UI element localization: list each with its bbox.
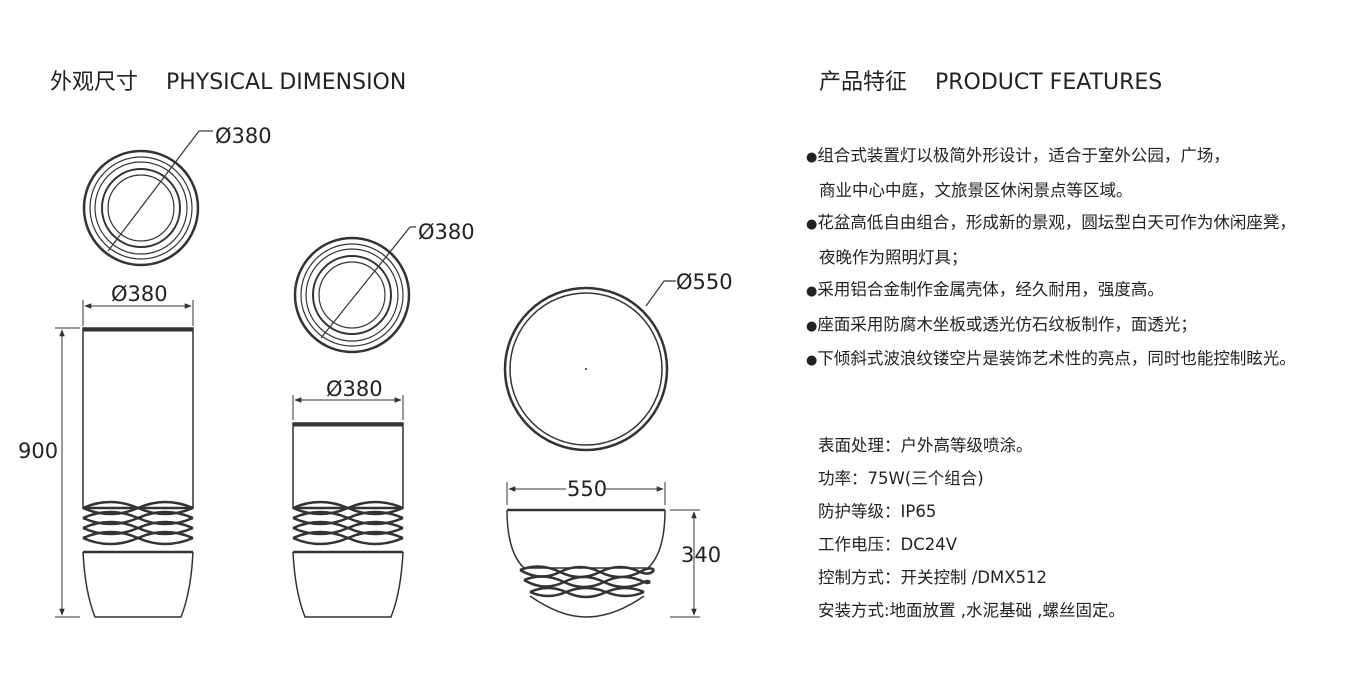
mid-planter-side-view [292,395,404,618]
bowl-side-view [506,482,700,618]
tall-planter-side-view [55,300,194,618]
mid-width-label: Ø380 [326,377,383,401]
feature-item: ●花盆高低自由组合，形成新的景观，圆坛型白天可作为休闲座凳， [806,213,1296,232]
bowl-height-label: 340 [681,543,721,567]
mid-top-diameter-label: Ø380 [418,220,475,244]
features-section-title: 产品特征 PRODUCT FEATURES [819,70,1163,95]
features-list: ●组合式装置灯以极简外形设计，适合于室外公园，广场， 商业中心中庭，文旅景区休闲… [806,140,1296,378]
bullet-icon: ● [806,318,818,334]
spec-surface-treatment: 表面处理：户外高等级喷涂。 [818,436,1033,455]
mid-planter-top-view [293,226,416,354]
tall-top-diameter-label: Ø380 [215,124,272,148]
bullet-icon: ● [806,353,818,368]
bullet-icon: ● [806,150,818,165]
specs-list: 表面处理：户外高等级喷涂。 功率：75W(三个组合) 防护等级：IP65 工作电… [818,429,1125,627]
tall-height-label: 900 [18,439,58,463]
bowl-top-diameter-label: Ø550 [676,270,733,294]
feature-item: ●下倾斜式波浪纹镂空片是装饰艺术性的亮点，同时也能控制眩光。 [806,349,1296,368]
spec-installation: 安装方式:地面放置 ,水泥基础 ,螺丝固定。 [818,601,1126,620]
bullet-icon: ● [806,217,818,232]
feature-item: ●组合式装置灯以极简外形设计，适合于室外公园，广场， [806,146,1230,165]
spec-voltage: 工作电压：DC24V [818,535,958,554]
feature-item: ●采用铝合金制作金属壳体，经久耐用，强度高。 [806,280,1164,299]
tall-width-label: Ø380 [111,282,168,306]
feature-item: 夜晚作为照明灯具； [819,247,968,267]
spec-control-mode: 控制方式：开关控制 /DMX512 [818,568,1048,587]
bullet-icon: ● [806,284,818,299]
feature-item: ●座面采用防腐木坐板或透光仿石纹板制作，面透光； [806,314,1197,334]
spec-protection-rating: 防护等级：IP65 [818,502,937,521]
tall-planter-top-view [82,130,213,267]
dimension-section-title: 外观尺寸 PHYSICAL DIMENSION [50,70,407,95]
bowl-top-view [503,280,676,452]
spec-power: 功率：75W(三个组合) [818,469,984,488]
bowl-width-label: 550 [567,477,607,501]
feature-item: 商业中心中庭，文旅景区休闲景点等区域。 [819,180,1133,200]
